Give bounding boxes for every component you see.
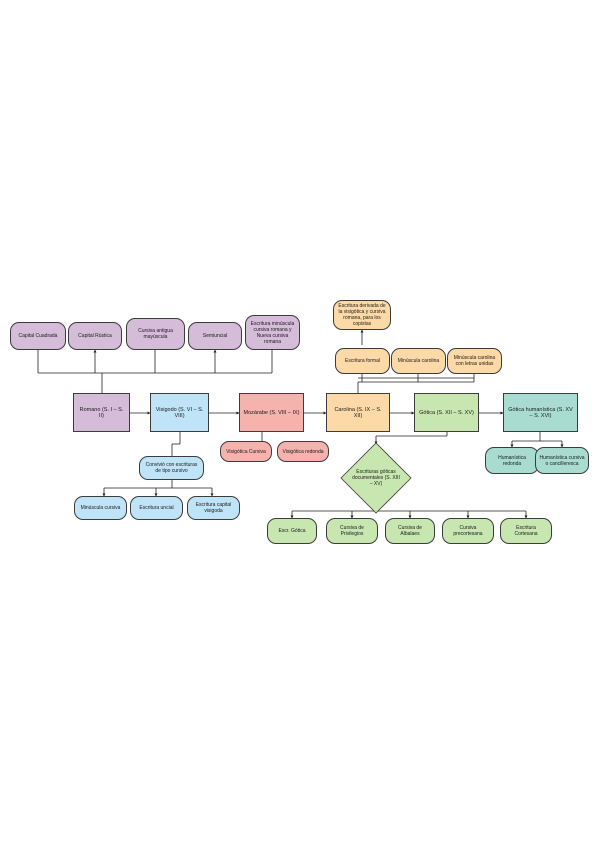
carolina-derivada-node: Escritura derivada de la visigótica y cu… — [333, 300, 391, 330]
capital-rustica-node: Capital Rústica — [68, 322, 122, 350]
cursiva-precortesana-node: Cursiva precortesana — [442, 518, 494, 544]
romano-node: Romano (S. I – S. II) — [73, 393, 130, 432]
minuscula-carolina-unidas-node: Minúscula carolina con letras unidas — [447, 348, 502, 374]
cursiva-albalaes-node: Cursiva de Albalaes — [385, 518, 435, 544]
cursiva-antigua-node: Cursiva antigua mayúscula — [126, 318, 185, 350]
escritura-minuscula-node: Escritura minúscula cursiva romana y Nue… — [245, 315, 300, 350]
escritura-formal-node: Escritura formal — [335, 348, 390, 374]
escritura-uncial-node: Escritura uncial — [130, 496, 183, 520]
gotica-node: Gótica (S. XII – S. XV) — [414, 393, 479, 432]
humanistica-node: Gótica humanística (S. XV – S. XVI) — [503, 393, 578, 432]
humanistica-cursiva-node: Humanística cursiva o cancilleresca — [535, 447, 589, 474]
escritura-capital-visigoda-node: Escritura capital visigoda — [187, 496, 240, 520]
visigotica-redonda-node: Visigótica redonda — [277, 441, 329, 462]
semiuncial-node: Semiuncial — [188, 322, 242, 350]
visigodo-note-node: Convivió con escrituras de tipo cursivo — [139, 456, 204, 480]
visigodo-node: Visigodo (S. VI – S. VIII) — [150, 393, 209, 432]
carolina-node: Carolina (S. IX – S. XII) — [326, 393, 390, 432]
mozarabe-node: Mozárabe (S. VIII – IX) — [239, 393, 304, 432]
visigotica-cursiva-node: Visigótica Cursiva — [220, 441, 272, 462]
minuscula-carolina-node: Minúscula carolina — [391, 348, 446, 374]
decision-label: Escrituras góticas documentales (S. XIII… — [352, 469, 400, 487]
escr-gotica-node: Escr. Gótica — [267, 518, 317, 544]
cursiva-privilegios-node: Cursiva de Privilegios — [326, 518, 378, 544]
humanistica-redonda-node: Humanística redonda — [485, 447, 539, 474]
minuscula-cursiva-node: Minúscula cursiva — [74, 496, 127, 520]
escritura-cortesana-node: Escritura Cortesana — [500, 518, 552, 544]
decision-diamond-shape — [340, 442, 412, 514]
capital-cuadrada-node: Capital Cuadrada — [10, 322, 66, 350]
goticas-documentales-decision: Escrituras góticas documentales (S. XIII… — [340, 442, 412, 514]
